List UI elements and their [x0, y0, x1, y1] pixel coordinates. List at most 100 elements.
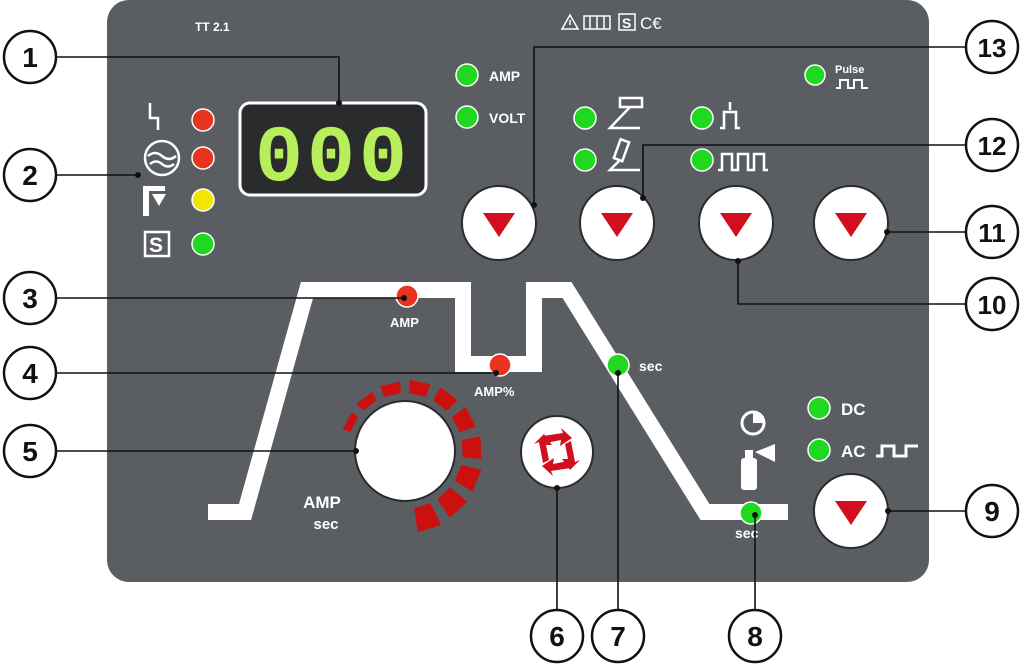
- led-volt: [455, 105, 479, 129]
- repeat-spot-mode-icon: [718, 152, 768, 172]
- arrow-down-icon: [601, 213, 633, 237]
- svg-text:10: 10: [978, 290, 1007, 320]
- callout-12: 12: [964, 117, 1020, 173]
- cooling-icon: [143, 139, 181, 177]
- led-repeat-spot-mode: [690, 148, 714, 172]
- callout-leaders: [57, 46, 966, 610]
- dc-label: DC: [841, 400, 866, 419]
- arrow-down-icon: [835, 501, 867, 525]
- model-label: TT 2.1: [195, 20, 230, 34]
- leader-10: [737, 261, 966, 305]
- led-gas-post-flow: [739, 501, 763, 525]
- svg-text:S: S: [149, 234, 163, 257]
- gas-post-flow-label: sec: [735, 525, 759, 541]
- led-torch-2t: [573, 106, 597, 130]
- knob-scale-segment: [342, 412, 359, 433]
- led-ac: [807, 438, 831, 462]
- svg-text:11: 11: [978, 218, 1006, 248]
- knob-scale-segment: [454, 465, 482, 492]
- svg-text:S: S: [622, 15, 631, 31]
- button-display-select[interactable]: [461, 185, 537, 261]
- downslope-label: sec: [639, 358, 663, 374]
- callout-3: 3: [2, 270, 58, 326]
- led-pulse-label: Pulse: [835, 64, 864, 76]
- ac-wave-icon: [876, 444, 918, 458]
- led-torch-4t: [573, 148, 597, 172]
- callout-8: 8: [727, 608, 783, 664]
- timer-icon: [740, 410, 766, 436]
- arrow-down-icon: [835, 213, 867, 237]
- warning-icon: [560, 13, 580, 30]
- svg-text:2: 2: [22, 160, 38, 191]
- button-parameter-cycle[interactable]: [520, 415, 594, 489]
- led-cooling-fault: [191, 146, 215, 170]
- knob-scale-segment: [414, 503, 442, 533]
- callout-1: 1: [2, 29, 58, 85]
- svg-text:8: 8: [747, 621, 763, 652]
- pulse-wave-icon: [836, 79, 868, 89]
- button-pulse[interactable]: [813, 185, 889, 261]
- gas-bottle-icon: [741, 444, 775, 490]
- led-amp-label: AMP: [489, 68, 520, 84]
- led-pulse: [804, 64, 826, 86]
- led-spot-mode: [690, 106, 714, 130]
- torch-mode-4t-icon: [606, 137, 640, 172]
- arrow-down-icon: [483, 213, 515, 237]
- secondary-current-label: AMP%: [474, 384, 515, 399]
- callout-10: 10: [964, 276, 1020, 332]
- parameter-knob[interactable]: [354, 400, 456, 502]
- knob-scale-segment: [437, 487, 468, 518]
- callout-9: 9: [964, 483, 1020, 539]
- knob-scale-segment: [356, 391, 377, 411]
- ac-label: AC: [841, 442, 866, 461]
- led-s-symbol: [191, 232, 215, 256]
- button-welding-mode[interactable]: [698, 185, 774, 261]
- led-dc: [807, 396, 831, 420]
- svg-text:4: 4: [22, 358, 38, 389]
- temperature-icon: [143, 186, 166, 216]
- knob-scale-segment: [433, 386, 458, 411]
- led-overtemperature: [191, 188, 215, 212]
- knob-scale-segment: [409, 379, 431, 397]
- svg-text:6: 6: [549, 621, 565, 652]
- svg-text:5: 5: [22, 436, 38, 467]
- power-fault-icon: [148, 103, 160, 130]
- main-current-label: AMP: [390, 315, 419, 330]
- display-digits: 000: [255, 114, 411, 205]
- torch-mode-2t-icon: [607, 96, 644, 130]
- spot-mode-icon: [720, 102, 740, 130]
- callout-7: 7: [590, 608, 646, 664]
- svg-text:1: 1: [22, 42, 38, 73]
- s-symbol-icon: S: [143, 230, 171, 258]
- callout-6: 6: [529, 608, 585, 664]
- svg-text:3: 3: [22, 283, 38, 314]
- s-mark-icon: S: [618, 13, 636, 31]
- button-current-type[interactable]: [813, 473, 889, 549]
- svg-text:9: 9: [984, 496, 1000, 527]
- certification-icons: S C€: [560, 13, 662, 33]
- knob-label-amp: AMP: [303, 493, 341, 512]
- status-indicators: S: [143, 103, 215, 258]
- svg-text:13: 13: [978, 33, 1007, 63]
- knob-label-sec: sec: [313, 516, 338, 533]
- svg-text:7: 7: [610, 621, 626, 652]
- cycle-arrows-icon: [534, 428, 580, 476]
- arrow-down-icon: [720, 213, 752, 237]
- svg-text:12: 12: [978, 131, 1007, 161]
- knob-scale-segment: [461, 436, 482, 460]
- parameter-knob-scale: [342, 379, 482, 533]
- leader-1: [57, 56, 340, 103]
- panel-background: [107, 0, 929, 582]
- building-icon: [583, 15, 611, 30]
- digital-display: 000: [238, 101, 428, 205]
- button-torch-mode[interactable]: [579, 185, 655, 261]
- leader-12: [642, 144, 966, 198]
- ce-mark-icon: C€: [640, 14, 662, 33]
- knob-scale-segment: [380, 381, 401, 397]
- leader-13: [533, 46, 966, 205]
- knob-scale-segment: [451, 406, 476, 433]
- led-power-fault: [191, 108, 215, 132]
- callout-13: 13: [964, 19, 1020, 75]
- callout-11: 11: [964, 204, 1020, 260]
